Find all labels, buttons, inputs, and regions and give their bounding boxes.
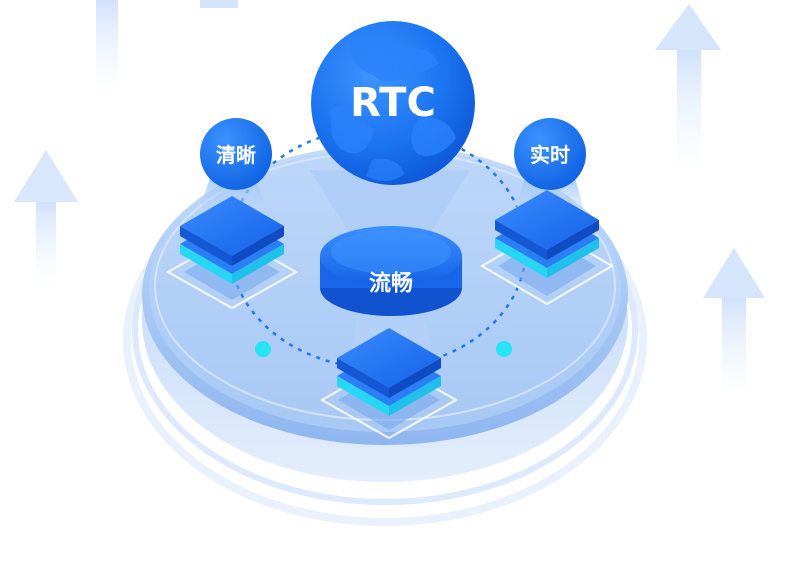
arrow-icon — [96, 0, 118, 90]
server-node-bottom — [319, 328, 459, 440]
feature-bubble-left: 清晰 — [200, 118, 272, 190]
feature-bubble-right: 实时 — [514, 118, 586, 190]
node-dot — [496, 341, 512, 357]
server-node-left — [165, 196, 299, 310]
server-node-right — [480, 190, 614, 306]
globe-icon: RTC — [311, 21, 475, 185]
arrow-icon — [655, 4, 721, 165]
node-dot — [255, 341, 271, 357]
feature-label-right: 实时 — [530, 143, 570, 167]
background-arrows — [14, 0, 765, 393]
arrow-icon — [703, 248, 765, 393]
fluency-disc: 流畅 — [320, 226, 462, 316]
feature-label-left: 清晰 — [216, 143, 256, 167]
arrow-icon — [14, 150, 78, 282]
arrow-icon — [200, 0, 238, 8]
feature-label-center: 流畅 — [369, 271, 413, 297]
rtc-label: RTC — [350, 80, 436, 126]
